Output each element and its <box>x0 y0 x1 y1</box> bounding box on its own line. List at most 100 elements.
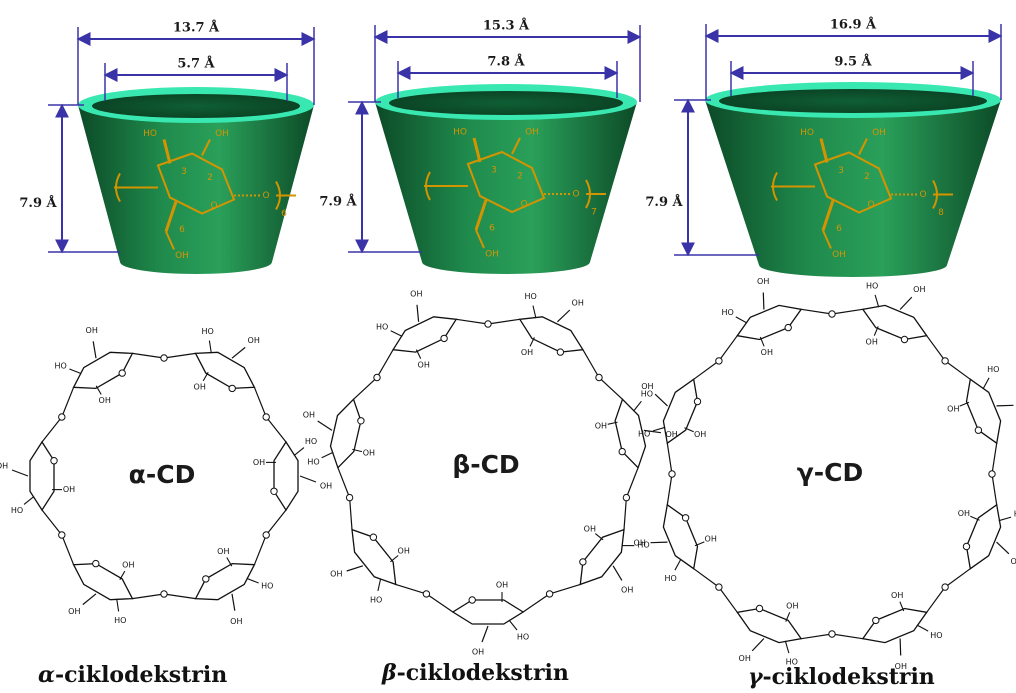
ho-bond <box>633 400 642 412</box>
ho-bond <box>874 294 880 308</box>
bridge-oxygen-label: O <box>572 190 579 200</box>
ring-oxygen-label: O <box>867 200 874 210</box>
glycosidic-bond <box>582 349 600 378</box>
pyranose-ring <box>965 503 1002 570</box>
glycosidic-bond <box>265 416 287 443</box>
glycosidic-bond <box>666 443 673 475</box>
oh-label: OH <box>786 601 798 610</box>
ch2oh-bond <box>650 541 668 544</box>
carbon-2-label: 2 <box>864 172 870 182</box>
height-label: 7.9 Å <box>319 194 357 210</box>
glycosidic-bond <box>598 377 623 400</box>
cone-cavity <box>389 91 623 115</box>
ring-oxygen <box>974 426 983 434</box>
ho-bond <box>377 578 382 592</box>
carbon-2-label: 2 <box>207 173 213 183</box>
oh-bond <box>201 139 211 156</box>
oh-label: OH <box>363 449 375 458</box>
oh-label: OH <box>248 336 260 345</box>
ch2oh-bond <box>82 593 97 606</box>
bridging-oxygen <box>345 493 354 502</box>
bridging-oxygen <box>715 583 723 591</box>
glucose-ring <box>466 150 546 214</box>
oh-label: OH <box>122 561 134 570</box>
glycosidic-bond <box>376 349 394 378</box>
ho-label: HO <box>641 389 653 398</box>
bridging-oxygen <box>160 590 168 598</box>
ho-bond <box>162 139 172 164</box>
ch2oh-bond <box>317 420 333 431</box>
ring-oxygen <box>693 397 702 406</box>
bridging-oxygen <box>828 630 836 638</box>
bridging-oxygen <box>422 590 431 598</box>
bridging-oxygen <box>58 531 66 539</box>
ch2oh-bond <box>11 469 29 477</box>
oh-bond <box>119 570 126 581</box>
oh-label: OH <box>739 654 751 663</box>
glycosidic-bond <box>693 568 720 588</box>
oh-label: OH <box>584 525 596 534</box>
ho-label: HO <box>114 616 126 625</box>
oh-bond <box>226 557 233 567</box>
pyranose-ring <box>736 607 803 644</box>
inner-diameter-label: 9.5 Å <box>834 54 872 70</box>
height-label: 7.9 Å <box>645 194 683 210</box>
ho-bond <box>116 598 120 612</box>
bridging-oxygen <box>160 354 168 362</box>
glycosidic-bond <box>487 318 520 325</box>
inner-diameter-label: 7.8 Å <box>487 54 525 70</box>
oh-label: OH <box>418 360 430 369</box>
oh-label: OH <box>866 338 878 347</box>
glycosidic-bond <box>456 318 489 325</box>
glycosidic-bond <box>395 583 427 595</box>
ch2oh-bond <box>231 593 236 611</box>
oh-label: OH <box>215 129 229 139</box>
dimension-lines-3: 16.9 Å 9.5 Å 7.9 Å <box>645 17 1003 257</box>
pyranose-ring <box>451 599 525 625</box>
oh-bond <box>873 326 879 336</box>
ring-oxygen <box>579 558 587 566</box>
ho-bond <box>293 447 305 457</box>
bridging-oxygen <box>941 357 949 365</box>
oh-label: OH <box>68 607 80 616</box>
oh-label: OH <box>472 648 484 657</box>
oh-label: OH <box>303 410 315 419</box>
caption-gamma: γ-ciklodekstrin <box>748 664 935 690</box>
c6-bond <box>164 201 178 232</box>
ring-label-2: β-CD <box>452 450 519 479</box>
cone-body <box>78 105 314 274</box>
ring-oxygen <box>618 447 626 456</box>
ho-bond <box>916 624 929 632</box>
ring-oxygen <box>357 417 365 425</box>
ch2oh-bond <box>481 625 489 643</box>
oh-bond <box>95 385 102 395</box>
ho-bond <box>23 495 35 505</box>
glycosidic-bond <box>265 509 287 536</box>
inner-diameter-label: 5.7 Å <box>177 56 215 72</box>
pyranose-ring <box>273 440 299 512</box>
oh-bond <box>970 515 980 521</box>
ring-oxygen <box>369 533 378 541</box>
oh-label: OH <box>634 538 646 547</box>
glycosidic-bond <box>944 568 971 588</box>
glycosidic-bond <box>253 387 267 418</box>
caption-alpha-text: -ciklodekstrin <box>54 662 228 688</box>
ch2oh-bond <box>92 341 97 359</box>
ring-oxygen <box>681 514 690 522</box>
c6-oh-label: OH <box>485 250 499 260</box>
caption-beta: β-ciklodekstrin <box>382 660 569 686</box>
ho-label: HO <box>143 129 157 139</box>
oh-bond <box>594 533 604 541</box>
ho-label: HO <box>866 282 878 291</box>
ch2oh-bond <box>231 346 246 359</box>
ho-bond <box>208 340 212 354</box>
outer-diameter-label: 16.9 Å <box>830 17 877 33</box>
bridging-oxygen <box>941 583 949 591</box>
oh-label: OH <box>194 382 206 391</box>
